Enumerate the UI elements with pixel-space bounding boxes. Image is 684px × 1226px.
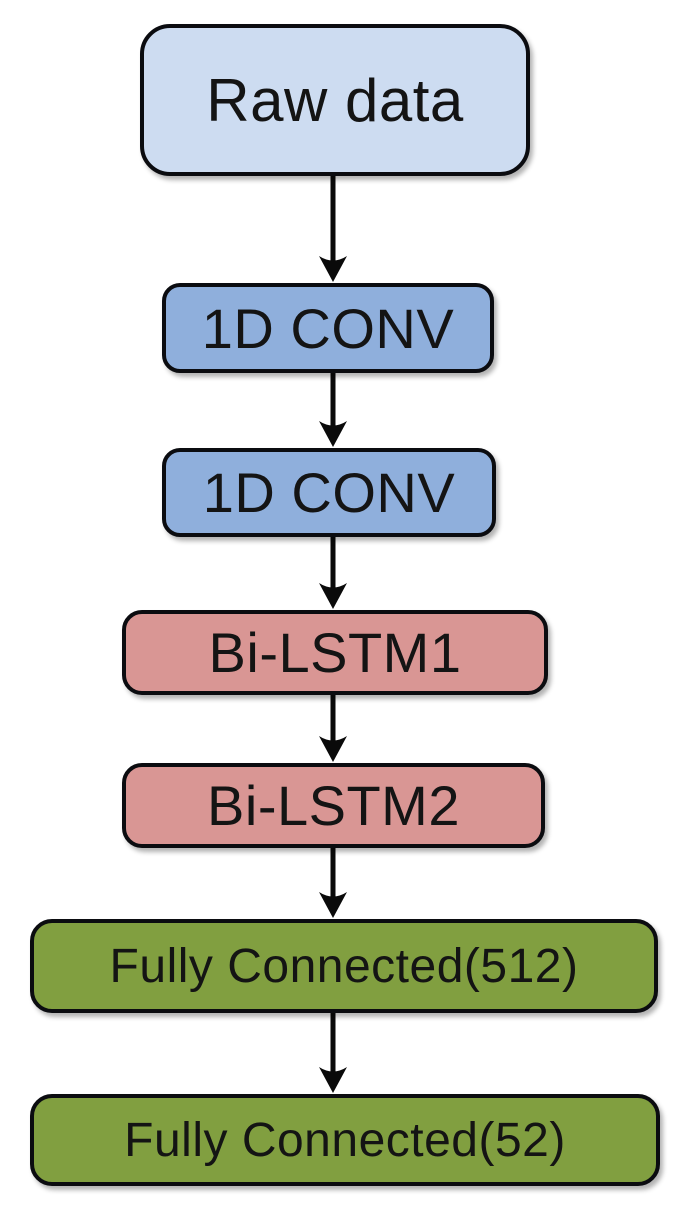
arrow-fc512-to-fc52 bbox=[319, 1013, 347, 1093]
arrow-conv1-to-conv2 bbox=[319, 373, 347, 447]
node-fully-connected-52: Fully Connected(52) bbox=[30, 1094, 660, 1186]
arrow-bilstm1-to-bilstm2 bbox=[319, 695, 347, 762]
node-1d-conv-1: 1D CONV bbox=[162, 283, 494, 373]
node-1d-conv-2-label: 1D CONV bbox=[202, 461, 456, 524]
node-raw-data-label: Raw data bbox=[206, 66, 464, 134]
node-1d-conv-1-label: 1D CONV bbox=[201, 296, 455, 360]
node-bi-lstm2-label: Bi-LSTM2 bbox=[207, 774, 460, 837]
node-raw-data: Raw data bbox=[140, 24, 530, 176]
node-bi-lstm2: Bi-LSTM2 bbox=[122, 763, 545, 848]
node-bi-lstm1-label: Bi-LSTM1 bbox=[208, 621, 462, 684]
node-bi-lstm1: Bi-LSTM1 bbox=[122, 610, 548, 695]
arrow-conv2-to-bilstm1 bbox=[319, 537, 347, 609]
node-fully-connected-512: Fully Connected(512) bbox=[30, 919, 658, 1013]
node-fully-connected-52-label: Fully Connected(52) bbox=[124, 1113, 566, 1167]
node-1d-conv-2: 1D CONV bbox=[162, 448, 496, 537]
node-fully-connected-512-label: Fully Connected(512) bbox=[109, 939, 579, 993]
arrow-bilstm2-to-fc512 bbox=[319, 848, 347, 918]
arrow-raw-data-to-conv1 bbox=[319, 176, 347, 282]
